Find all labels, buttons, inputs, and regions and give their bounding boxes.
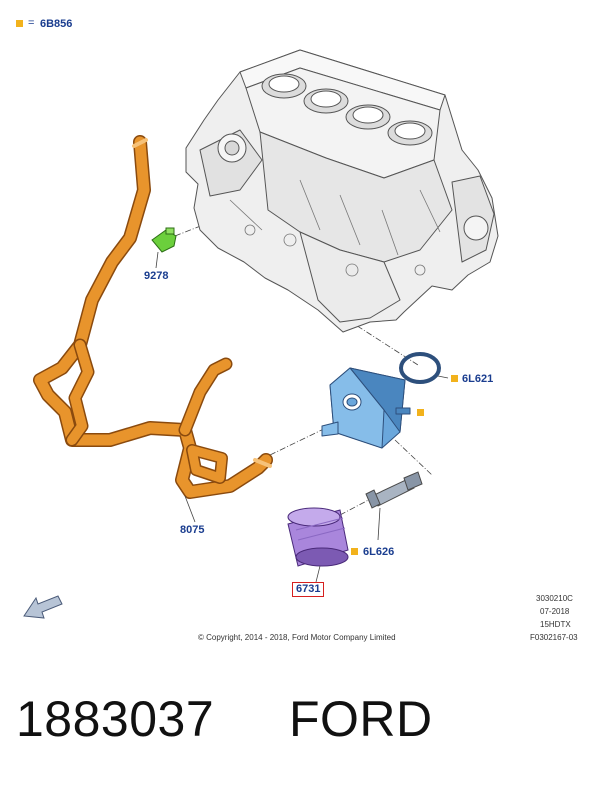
oil-cooler-illustration	[321, 367, 411, 449]
square-marker-icon	[351, 548, 358, 555]
legend-part-number: 6B856	[40, 18, 73, 30]
part-caption: 1883037 FORD	[16, 690, 433, 748]
caption-brand: FORD	[288, 691, 433, 747]
gasket-ring-6l621	[399, 352, 441, 384]
callout-8075[interactable]: 8075	[180, 524, 205, 536]
square-marker-icon	[451, 375, 458, 382]
oil-filter-illustration	[287, 507, 349, 567]
callout-9278[interactable]: 9278	[144, 270, 169, 282]
callout-6l621[interactable]: 6L621	[462, 373, 494, 385]
square-marker-icon	[417, 409, 424, 416]
legend-equals: =	[28, 17, 35, 29]
exploded-parts-diagram	[23, 49, 499, 619]
coolant-hose-illustration	[33, 135, 273, 499]
drawing-ref: F0302167-03	[530, 633, 578, 642]
front-direction-arrow-icon	[23, 595, 63, 619]
bolt-part-6l626	[365, 471, 423, 509]
drawing-model: 15HDTX	[540, 620, 571, 629]
caption-part-number: 1883037	[16, 691, 215, 747]
callout-6731-highlighted[interactable]: 6731	[292, 582, 325, 597]
square-marker-icon	[16, 20, 23, 27]
sensor-part-9278	[151, 227, 177, 253]
drawing-code: 3030210C	[536, 594, 573, 603]
copyright-notice: © Copyright, 2014 - 2018, Ford Motor Com…	[198, 633, 396, 642]
engine-block-illustration	[185, 49, 499, 333]
drawing-date: 07-2018	[540, 607, 570, 616]
callout-6l626[interactable]: 6L626	[363, 546, 395, 558]
